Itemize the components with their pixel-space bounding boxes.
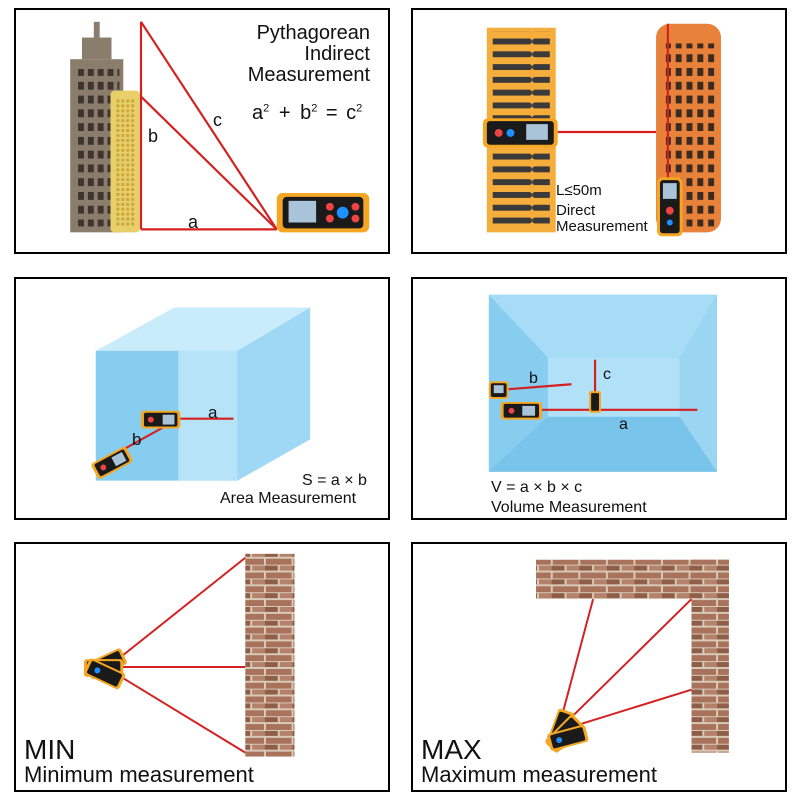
label-c: c	[213, 110, 222, 130]
area-label-a: a	[208, 403, 218, 422]
direct-line2-label: Measurement	[556, 218, 648, 235]
formula-c: c	[346, 102, 357, 124]
min-laser-lines	[118, 557, 246, 754]
panel-pythagorean-measurement: b c a Pythagorean Indirect Measurement a…	[14, 8, 390, 254]
area-label-b: b	[132, 430, 142, 449]
laser-meter-fan-icon	[545, 708, 589, 753]
laser-meter-vertical-icon	[657, 177, 683, 237]
distance-limit-label: L≤50m	[556, 182, 602, 199]
volume-caption: Volume Measurement	[491, 499, 647, 516]
laser-meter-icon-c	[589, 391, 601, 413]
max-illustration	[536, 559, 729, 753]
max-laser-lines	[560, 598, 693, 726]
laser-meter-icon-1	[141, 410, 181, 429]
direct-illustration	[482, 23, 721, 237]
area-illustration	[91, 307, 311, 481]
laser-meter-icon-a	[500, 401, 542, 420]
formula-a: a	[252, 102, 264, 124]
volume-laser-lines	[508, 359, 698, 411]
room-interior-icon	[488, 294, 718, 472]
laser-meter-horizontal-icon	[482, 118, 558, 148]
panel-min-measurement: MIN Minimum measurement	[14, 542, 390, 792]
formula-exp-a: 2	[263, 102, 270, 115]
volume-label-b: b	[529, 370, 538, 387]
brick-wall-icon	[245, 553, 295, 757]
formula-b: b	[300, 102, 312, 124]
panel-area-measurement: a b S = a × b Area Measurement	[14, 277, 390, 520]
formula-plus: +	[278, 102, 291, 124]
small-building-icon	[110, 90, 141, 233]
min-caption: Minimum measurement	[24, 762, 254, 787]
min-illustration	[83, 553, 295, 757]
direct-line1-label: Direct	[556, 202, 596, 219]
label-a: a	[188, 212, 199, 232]
triangle-laser-lines	[139, 21, 278, 231]
laser-meter-fan-icon	[83, 648, 127, 690]
area-caption: Area Measurement	[220, 490, 357, 507]
formula-eq: =	[325, 102, 338, 124]
panel-direct-measurement: L≤50m Direct Measurement	[411, 8, 787, 254]
min-title: MIN	[24, 734, 76, 765]
pythagorean-illustration	[70, 21, 370, 233]
panel-title-line3: Measurement	[247, 64, 370, 86]
panel-title-line2: Indirect	[304, 43, 370, 65]
panel-max-measurement: MAX Maximum measurement	[411, 542, 787, 792]
max-caption: Maximum measurement	[421, 762, 657, 787]
laser-meter-icon-2	[91, 446, 133, 479]
volume-label-c: c	[603, 366, 611, 383]
volume-formula: V = a × b × c	[491, 479, 583, 496]
volume-illustration	[488, 294, 718, 472]
panel-title-line1: Pythagorean	[256, 22, 370, 44]
direct-laser-lines	[557, 23, 669, 186]
pythagorean-formula: a2 + b2 = c2	[252, 102, 362, 125]
panel-volume-measurement: b c a V = a × b × c Volume Measurement	[411, 277, 787, 520]
formula-exp-c: 2	[356, 102, 363, 115]
area-formula: S = a × b	[302, 472, 367, 489]
laser-meter-device-icon	[276, 192, 370, 233]
volume-label-a: a	[619, 416, 628, 433]
label-b: b	[148, 126, 159, 146]
formula-exp-b: 2	[311, 102, 318, 115]
max-title: MAX	[421, 734, 482, 765]
laser-meter-icon-b	[488, 381, 509, 399]
brick-corner-wall-icon	[536, 559, 729, 753]
